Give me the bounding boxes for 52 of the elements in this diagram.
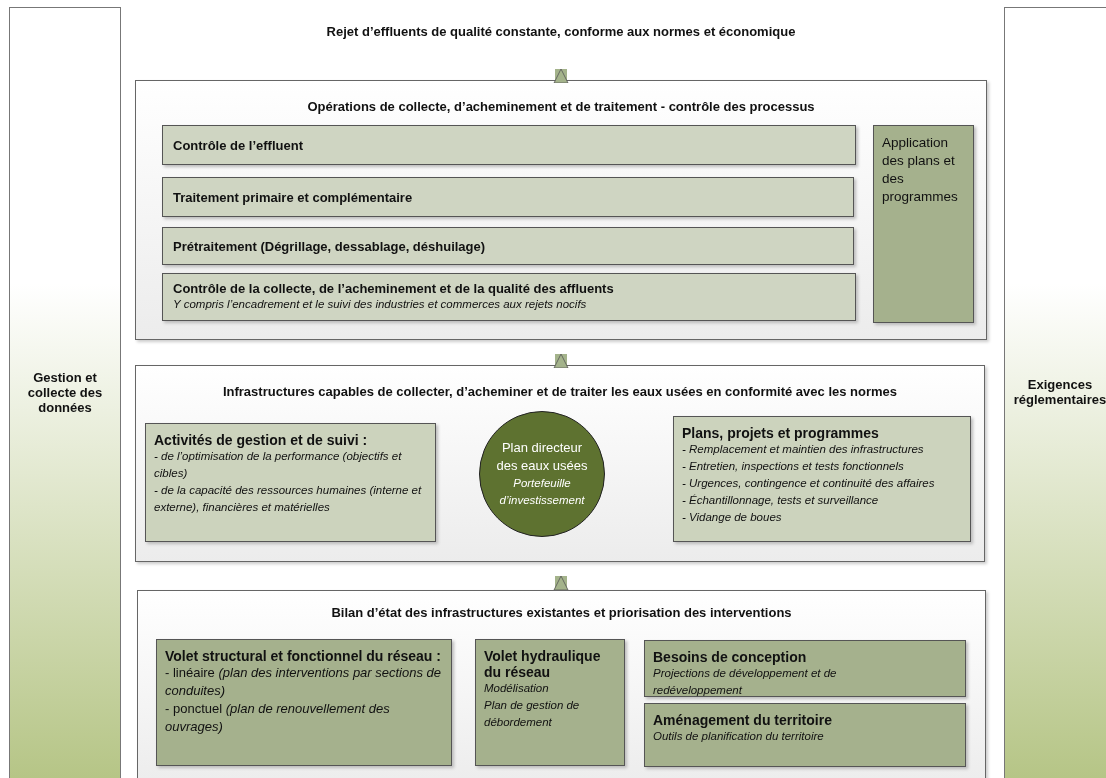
process-bar [162,273,856,321]
stage-panel [135,80,987,340]
plan-subtitle: Portefeuille d’investissement [498,476,586,508]
card-text: - de la capacité des ressources humaines (interne et externe), financières et matérielles [154,483,423,515]
info-card [673,416,971,542]
outcome-text: Rejet d’effluents de qualité constante, conforme aux normes et économique [326,23,796,39]
card-heading: Volet structural et fonctionnel du réseau : [165,648,442,664]
card-text: Application des plans et des programmes [882,134,959,206]
info-card [145,423,436,542]
card-heading: Activités de gestion et de suivi : [154,432,369,448]
stage-title: Bilan d’état des infrastructures existantes et priorisation des interventions [330,605,793,620]
card-heading: Plans, projets et programmes [682,425,880,441]
plan-title: Plan directeur des eaux usées [495,439,589,475]
info-card [644,703,966,767]
arrow [553,353,569,369]
card-text: - Entretien, inspections et tests fonctionnels [682,459,905,474]
stage-title: Infrastructures capables de collecter, d’acheminer et de traiter les eaux usées en conformité avec les normes [221,384,899,399]
card-heading: Volet hydraulique du réseau [484,648,602,680]
info-card [644,640,966,697]
process-bar [162,125,856,165]
process-title: Traitement primaire et complémentaire [173,189,414,205]
stage-panel [135,365,985,562]
process-title: Contrôle de la collecte, de l’acheminement et de la qualité des affluents [173,281,615,296]
process-bar [162,177,854,217]
process-title: Prétraitement (Dégrillage, dessablage, déshuilage) [173,238,487,254]
card-text: Outils de planification du territoire [653,729,825,744]
info-card [873,125,974,323]
card-text: - Vidange de boues [682,510,783,525]
card-text: - Échantillonnage, tests et surveillance [682,493,880,508]
side-title: Gestion et collecte des données [26,369,104,415]
card-text: Y compris l’encadrement et le suivi des industries et commerces aux rejets nocifs [173,297,588,312]
card-text: - ponctuel (plan de renouvellement des ouvrages) [165,700,391,736]
card-text: Plan de gestion de débordement [484,698,581,730]
card-heading: Aménagement du territoire [653,712,833,728]
arrow [553,575,569,591]
side-panel [1004,7,1106,778]
card-heading: Besoins de conception [653,649,808,665]
stage-panel [137,590,986,778]
stage-title: Opérations de collecte, d’acheminement et de traitement - contrôle des processus [306,99,816,114]
arrow [553,68,569,84]
info-card [475,639,625,766]
card-text: - de l’optimisation de la performance (objectifs et cibles) [154,449,403,481]
process-bar [162,227,854,265]
side-title: Exigences réglementaires [1012,377,1106,407]
side-panel [9,7,121,778]
card-text: - Remplacement et maintien des infrastructures [682,442,925,457]
process-title: Contrôle de l’effluent [173,137,304,153]
info-card [156,639,452,766]
card-text: Modélisation [484,681,550,696]
card-text: - linéaire (plan des interventions par sections de conduites) [165,664,443,700]
card-text: Projections de développement et de redéveloppement [653,666,838,698]
card-text: - Urgences, contingence et continuité des affaires [682,476,936,491]
